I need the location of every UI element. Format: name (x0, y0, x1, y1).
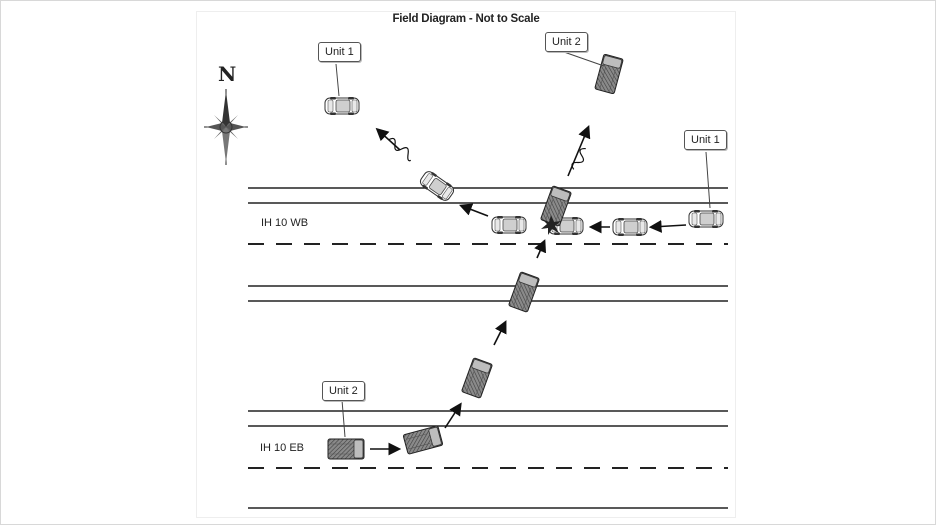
unit1-vehicles (324, 96, 724, 237)
unit2-truck-4 (507, 271, 541, 313)
wb-road-label: IH 10 WB (261, 217, 309, 229)
unit2-truck-start (327, 438, 365, 460)
unit1-car-3 (491, 215, 527, 235)
wb-roadway (248, 187, 728, 302)
impact-burst-icon (541, 215, 561, 235)
compass-north-label: N (218, 62, 237, 86)
diagram-title: Field Diagram - Not to Scale (392, 13, 540, 25)
callout-unit1-start: Unit 1 (684, 130, 727, 150)
unit1-car-final (324, 96, 360, 116)
callout-unit1-final: Unit 1 (318, 42, 361, 62)
unit2-truck-3 (460, 357, 494, 399)
spin-marks (388, 137, 586, 170)
unit1-car-start (688, 209, 724, 229)
unit2-truck-final (594, 53, 624, 95)
eb-roadway (248, 410, 728, 509)
unit2-truck-2 (402, 425, 444, 455)
callout-unit2-final: Unit 2 (545, 32, 588, 52)
callout-leaders (335, 51, 711, 438)
unit2-vehicles (327, 53, 624, 460)
unit1-car-4 (417, 168, 457, 204)
unit1-car-2 (612, 217, 648, 237)
eb-road-label: IH 10 EB (260, 442, 305, 454)
diagram-canvas (197, 12, 735, 517)
compass-rose-icon (204, 89, 248, 165)
callout-unit2-start: Unit 2 (322, 381, 365, 401)
